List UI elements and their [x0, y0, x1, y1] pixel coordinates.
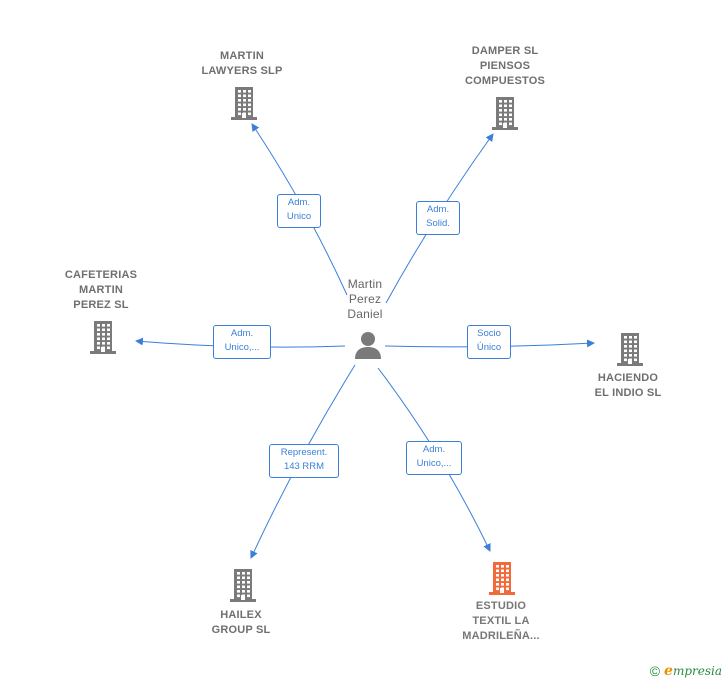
company-label-martin-lawyers[interactable]: MARTIN LAWYERS SLP [201, 50, 283, 77]
company-label-hailex[interactable]: HAILEX GROUP SL [211, 609, 271, 636]
relation-label-damper[interactable]: Adm. Solid. [416, 201, 460, 235]
building-icon-hailex[interactable] [228, 568, 258, 607]
brand-logo: empresia [664, 663, 722, 679]
company-label-cafeterias[interactable]: CAFETERIAS MARTIN PEREZ SL [64, 269, 138, 311]
building-icon-estudio[interactable] [487, 561, 517, 600]
footer-brand[interactable]: © empresia [650, 663, 722, 679]
building-icon-martin-lawyers[interactable] [229, 86, 259, 125]
company-label-estudio[interactable]: ESTUDIO TEXTIL LA MADRILEÑA... [462, 600, 540, 642]
relation-label-estudio[interactable]: Adm. Unico,... [406, 441, 462, 475]
copyright-symbol: © [649, 663, 661, 679]
company-label-damper[interactable]: DAMPER SL PIENSOS COMPUESTOS [464, 45, 546, 87]
person-icon[interactable] [353, 330, 383, 360]
relation-label-martin-lawyers[interactable]: Adm. Unico [277, 194, 321, 228]
relation-label-cafeterias[interactable]: Adm. Unico,... [213, 325, 271, 359]
company-label-haciendo[interactable]: HACIENDO EL INDIO SL [594, 372, 662, 399]
building-icon-cafeterias[interactable] [88, 320, 118, 359]
center-person-label[interactable]: Martin Perez Daniel [347, 277, 383, 321]
building-icon-damper[interactable] [490, 96, 520, 135]
building-icon-haciendo[interactable] [615, 332, 645, 371]
relation-label-haciendo[interactable]: Socio Único [467, 325, 511, 359]
relation-label-hailex[interactable]: Represent. 143 RRM [269, 444, 339, 478]
